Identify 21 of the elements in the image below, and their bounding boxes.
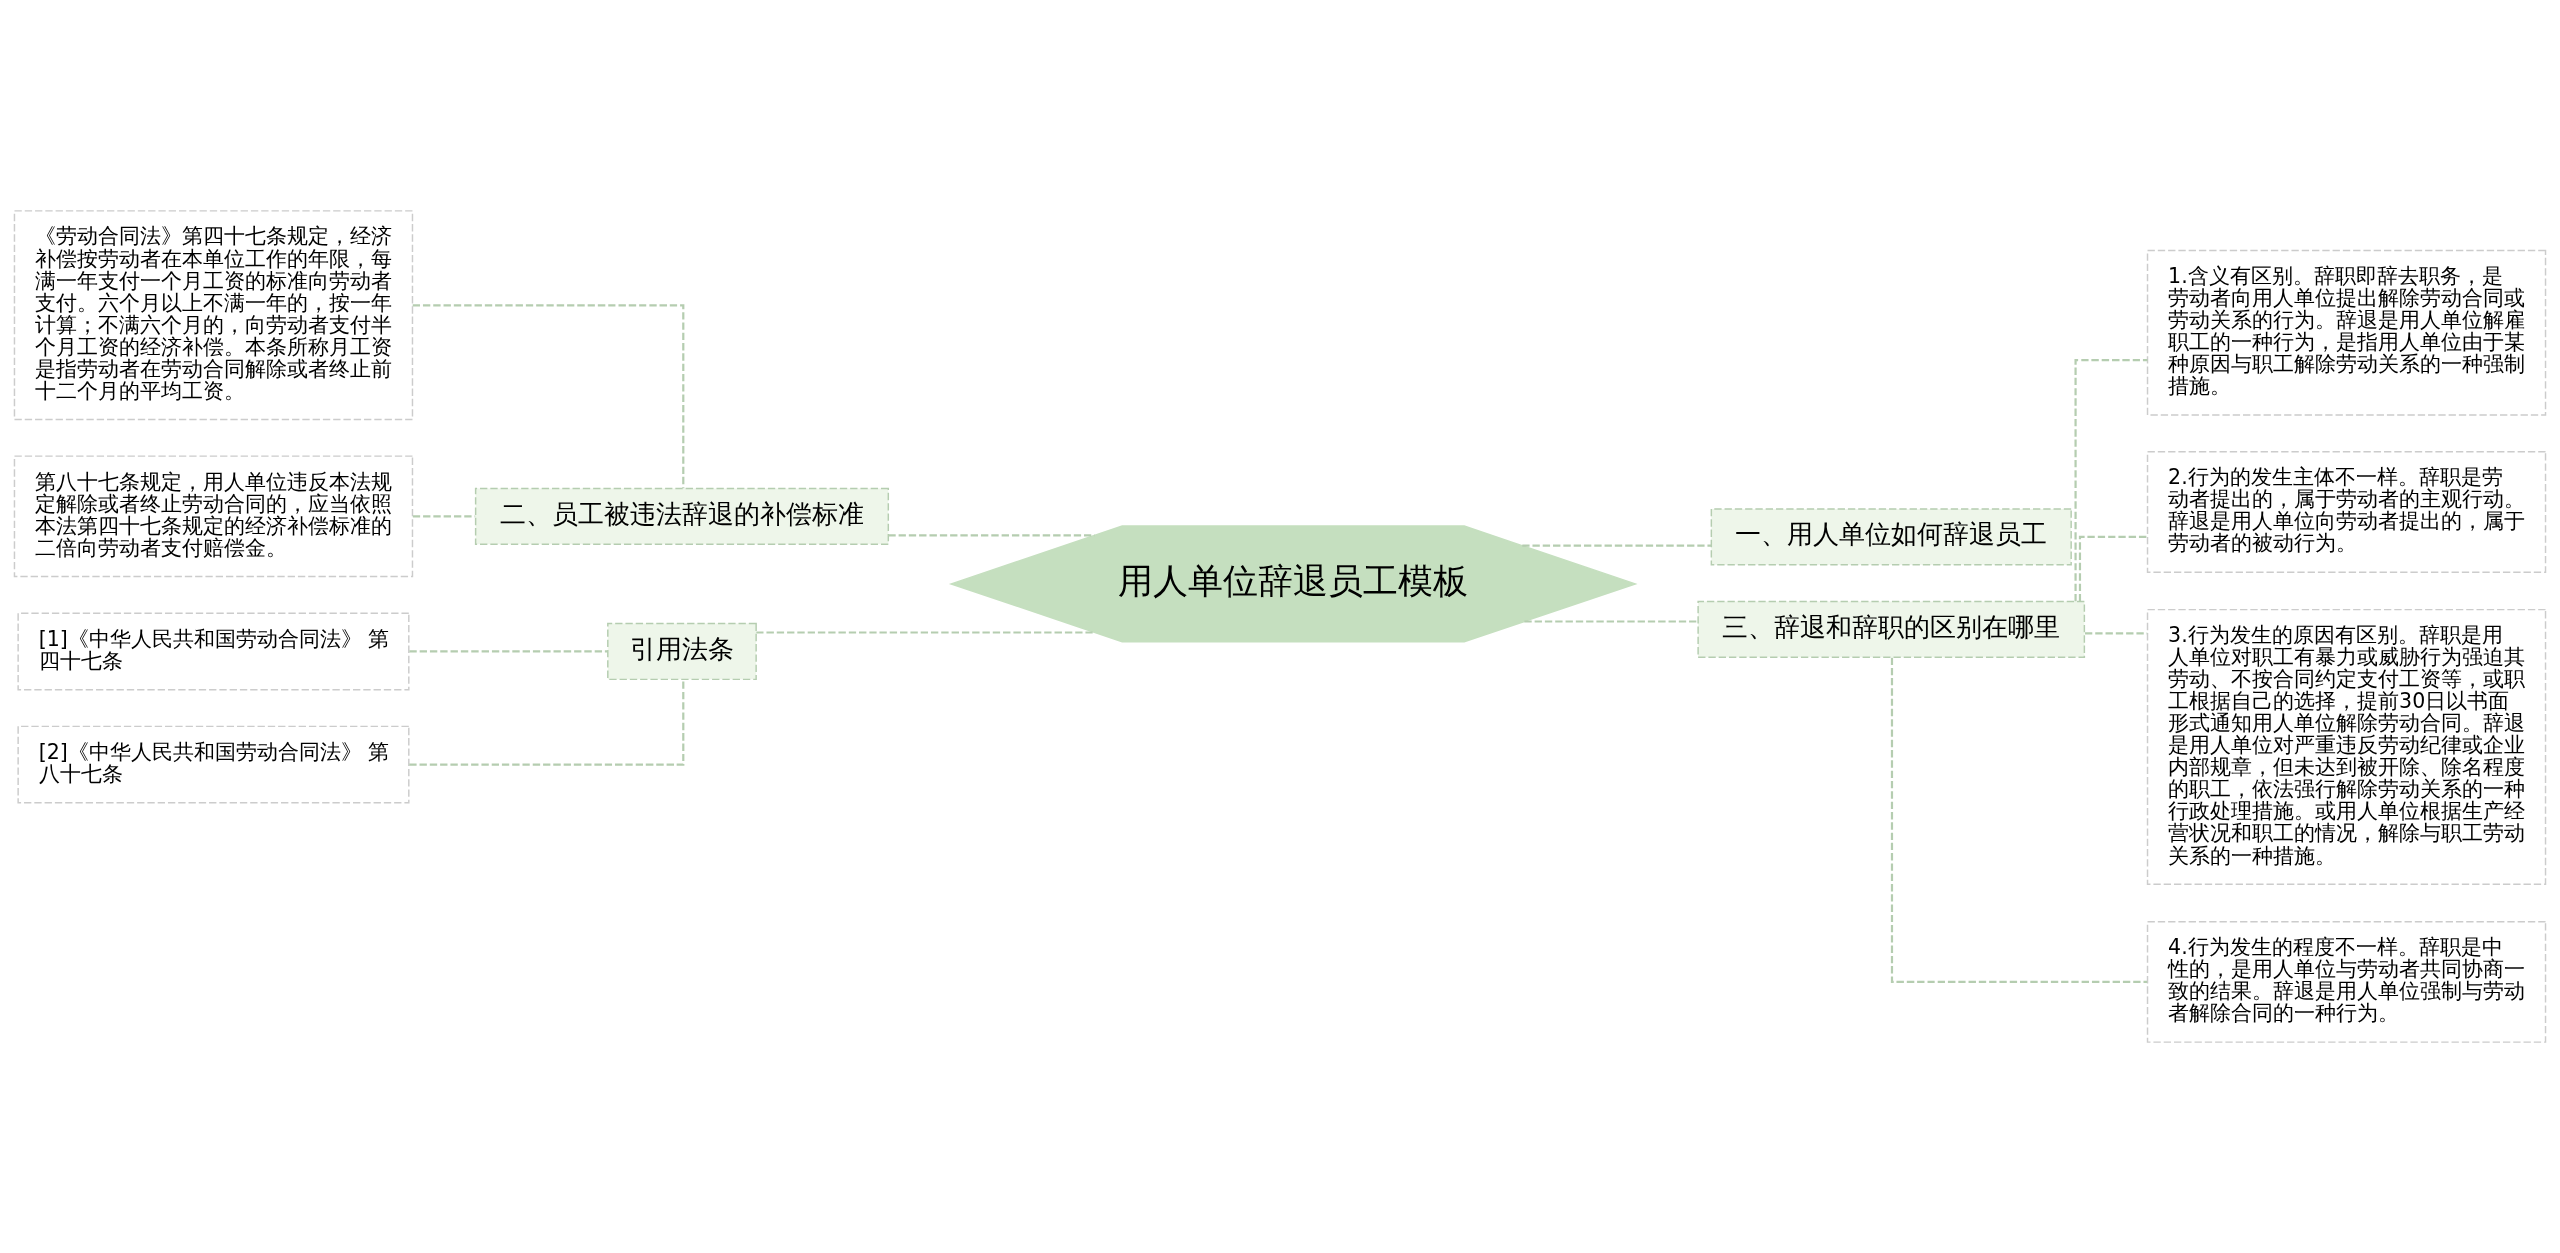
node-box: 二、员工被违法辞退的补偿标准 (474, 487, 890, 545)
node-box: 2.行为的发生主体不一样。辞职是劳动者提出的，属于劳动者的主观行动。辞退是用人单位向劳动者提出的，属于劳动者的被动行为。 (2146, 451, 2547, 573)
connector (2074, 359, 2148, 602)
node-box: 1.含义有区别。辞职即辞去职务，是劳动者向用人单位提出解除劳动合同或劳动关系的行为。辞退是用人单位解雇职工的一种行为，是指用人单位由于某种原因与职工解除劳动关系的一种强制措施。 (2146, 249, 2547, 416)
connector (2078, 535, 2148, 602)
connector (409, 650, 608, 653)
node-box: [2]《中华人民共和国劳动合同法》 第八十七条 (17, 725, 410, 804)
node-box: 引用法条 (607, 622, 757, 681)
node-box: 《劳动合同法》第四十七条规定，经济补偿按劳动者在本单位工作的年限，每满一年支付一个月工资的标准向劳动者支付。六个月以上不满一年的，按一年计算；不满六个月的，向劳动者支付半个月工资的经济补偿。本条所称月工资是指劳动者在劳动合同解除或者终止前十二个月的平均工资。 (13, 210, 414, 421)
connector (1522, 544, 1712, 547)
connector (1524, 620, 1698, 623)
connector (1890, 657, 2148, 983)
connector (412, 304, 685, 489)
node-box: 三、辞退和辞职的区别在哪里 (1697, 600, 2086, 659)
connector (409, 679, 685, 766)
node-box: 4.行为发生的程度不一样。辞职是中性的，是用人单位与劳动者共同协商一致的结果。辞退是用人单位强制与劳动者解除合同的一种行为。 (2146, 920, 2547, 1043)
node-box: 一、用人单位如何辞退员工 (1710, 508, 2072, 566)
node-box: [1]《中华人民共和国劳动合同法》 第四十七条 (17, 612, 410, 691)
node-box: 第八十七条规定，用人单位违反本法规定解除或者终止劳动合同的，应当依照本法第四十七条规定的经济补偿标准的二倍向劳动者支付赔偿金。 (13, 455, 414, 578)
connector (756, 631, 1095, 634)
node-box: 3.行为发生的原因有区别。辞职是用人单位对职工有暴力或威胁行为强迫其劳动、不按合同约定支付工资等，或职工根据自己的选择，提前30日以书面形式通知用人单位解除劳动合同。辞退是用人单位对严重违反劳动纪律或企业内部规章，但未达到被开除、除名程度的职工，依法强行解除劳动关系的一种行政处理措施。或用人单位根据生产经营状况和职工的情况，解除与职工劳动关系的一种措施。 (2146, 608, 2547, 885)
